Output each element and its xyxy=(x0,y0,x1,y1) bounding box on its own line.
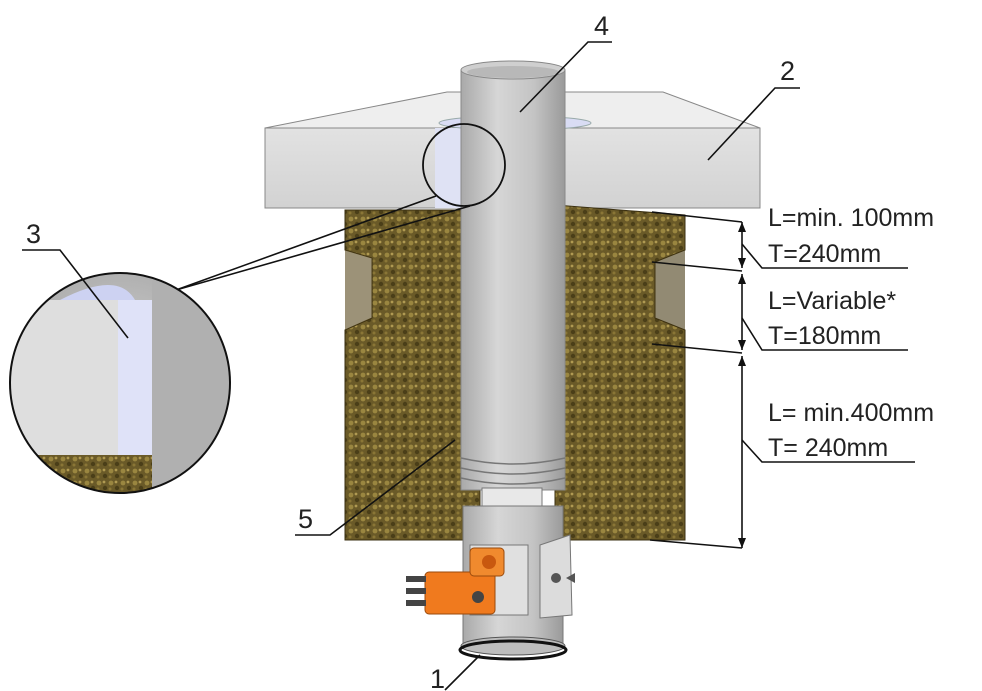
mineral-wool-insulation xyxy=(344,204,686,541)
callout-2-label: 2 xyxy=(780,56,795,86)
detail-magnifier xyxy=(9,123,506,494)
dimension-middle: L=Variable* T=180mm xyxy=(768,287,896,350)
callout-4-label: 4 xyxy=(594,11,609,41)
dimension-bottom-thickness: T= 240mm xyxy=(768,434,888,462)
pipe-rings xyxy=(460,457,566,485)
callout-5: 5 xyxy=(295,439,456,536)
callout-1: 1 xyxy=(430,654,481,691)
damper-actuator xyxy=(406,547,505,615)
callout-5-label: 5 xyxy=(298,504,313,534)
callout-1-label: 1 xyxy=(430,664,445,691)
dimension-lines xyxy=(649,211,915,549)
dimension-top-length: L=min. 100mm xyxy=(768,204,934,232)
callout-4: 4 xyxy=(519,11,612,113)
callout-3-label: 3 xyxy=(26,219,41,249)
dimension-top-thickness: T=240mm xyxy=(768,240,881,268)
callout-3: 3 xyxy=(22,219,129,339)
dimension-bottom: L= min.400mm T= 240mm xyxy=(768,399,934,462)
dimension-bottom-length: L= min.400mm xyxy=(768,399,934,427)
callout-2: 2 xyxy=(707,56,800,161)
dimension-middle-length: L=Variable* xyxy=(768,287,896,315)
duct-pipe xyxy=(460,60,566,507)
dimension-top: L=min. 100mm T=240mm xyxy=(768,204,934,268)
dimension-middle-thickness: T=180mm xyxy=(768,322,881,350)
